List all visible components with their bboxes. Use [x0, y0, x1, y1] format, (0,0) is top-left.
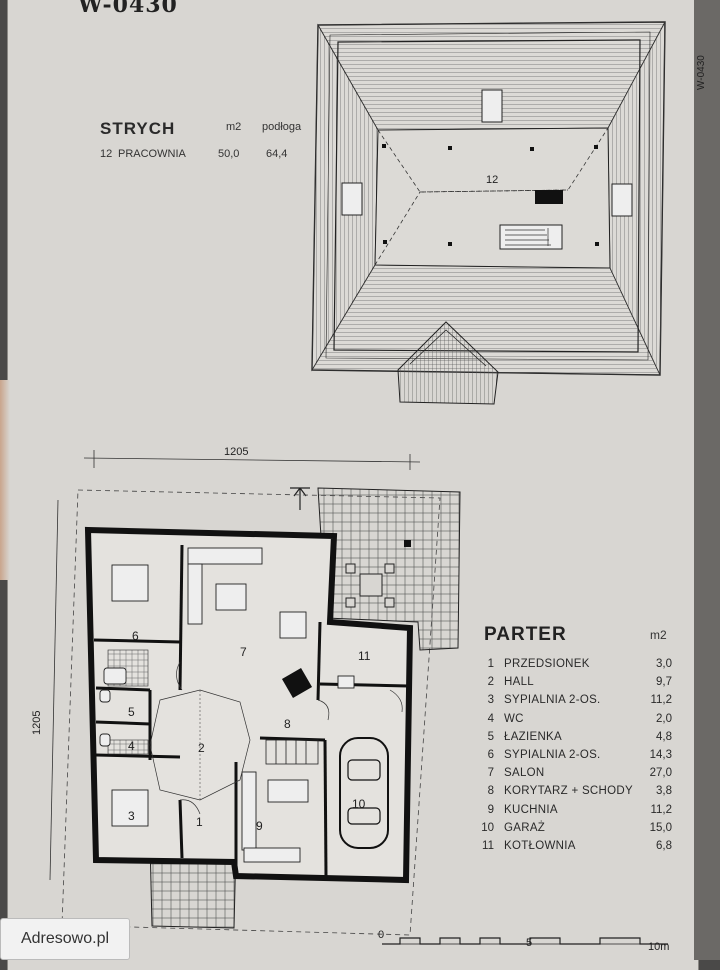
- room-number-8: 8: [284, 717, 291, 731]
- attic-row-floor: 64,4: [266, 148, 288, 160]
- attic-row-name: PRACOWNIA: [118, 148, 186, 160]
- north-arrow-icon: [290, 487, 310, 510]
- car-icon: [339, 737, 389, 849]
- skylight-top: [481, 89, 503, 123]
- room-number-4: 4: [128, 739, 135, 753]
- height-dimension: 1205: [31, 711, 43, 735]
- ground-col-m2: m2: [650, 628, 667, 642]
- chimney: [535, 190, 563, 204]
- boiler: [337, 675, 355, 689]
- sofa-side: [187, 563, 203, 625]
- scale-end: 10m: [648, 941, 669, 953]
- skylight-right: [611, 183, 633, 217]
- dining-table: [279, 611, 307, 639]
- attic-stairs: [499, 224, 563, 250]
- coffee-table: [215, 583, 247, 611]
- plan-code: W-0430: [78, 0, 178, 18]
- bed-room-3: [111, 789, 149, 827]
- terrace-table-set: [345, 563, 395, 608]
- attic-col-m2: m2: [226, 121, 242, 133]
- room-number-9: 9: [256, 819, 263, 833]
- kitchen-table: [267, 779, 309, 803]
- page-edge-shadow: [0, 380, 10, 580]
- attic-row-m2: 50,0: [218, 148, 240, 160]
- room-number-3: 3: [128, 809, 135, 823]
- room-number-6: 6: [132, 629, 139, 643]
- next-page-strip: W-0430: [694, 0, 720, 960]
- width-dimension: 1205: [224, 446, 248, 458]
- ground-floor-plan: 1205 1205: [31, 446, 461, 936]
- fireplace: [281, 667, 313, 699]
- skylight-left: [341, 182, 363, 216]
- ground-title: PARTER: [484, 624, 567, 645]
- roof-plan: 12: [311, 21, 666, 405]
- attic-col-floor: podłoga: [262, 121, 302, 133]
- stairs: [265, 739, 319, 765]
- toilet-bath: [99, 689, 111, 703]
- outer-walls: [84, 526, 414, 884]
- room-number-11: 11: [358, 649, 371, 663]
- scale-mid: 5: [526, 937, 532, 949]
- kitchen-counter-bottom: [243, 847, 301, 863]
- scale-bar: 0 5 10m: [378, 929, 669, 953]
- room-number-7: 7: [240, 645, 247, 659]
- bed-room-6: [111, 564, 149, 602]
- attic-row-no: 12: [100, 148, 113, 160]
- attic-room-number: 12: [486, 174, 498, 186]
- bathtub: [103, 667, 127, 685]
- room-number-2: 2: [198, 741, 205, 755]
- room-number-10: 10: [352, 797, 366, 811]
- room-number-1: 1: [196, 815, 203, 829]
- sofa: [187, 547, 263, 565]
- watermark-badge[interactable]: Adresowo.pl: [0, 918, 130, 960]
- attic-title: STRYCH: [100, 119, 176, 138]
- toilet-wc: [99, 733, 111, 747]
- room-number-5: 5: [128, 705, 135, 719]
- kitchen-counter: [241, 771, 257, 851]
- scale-zero: 0: [378, 929, 384, 941]
